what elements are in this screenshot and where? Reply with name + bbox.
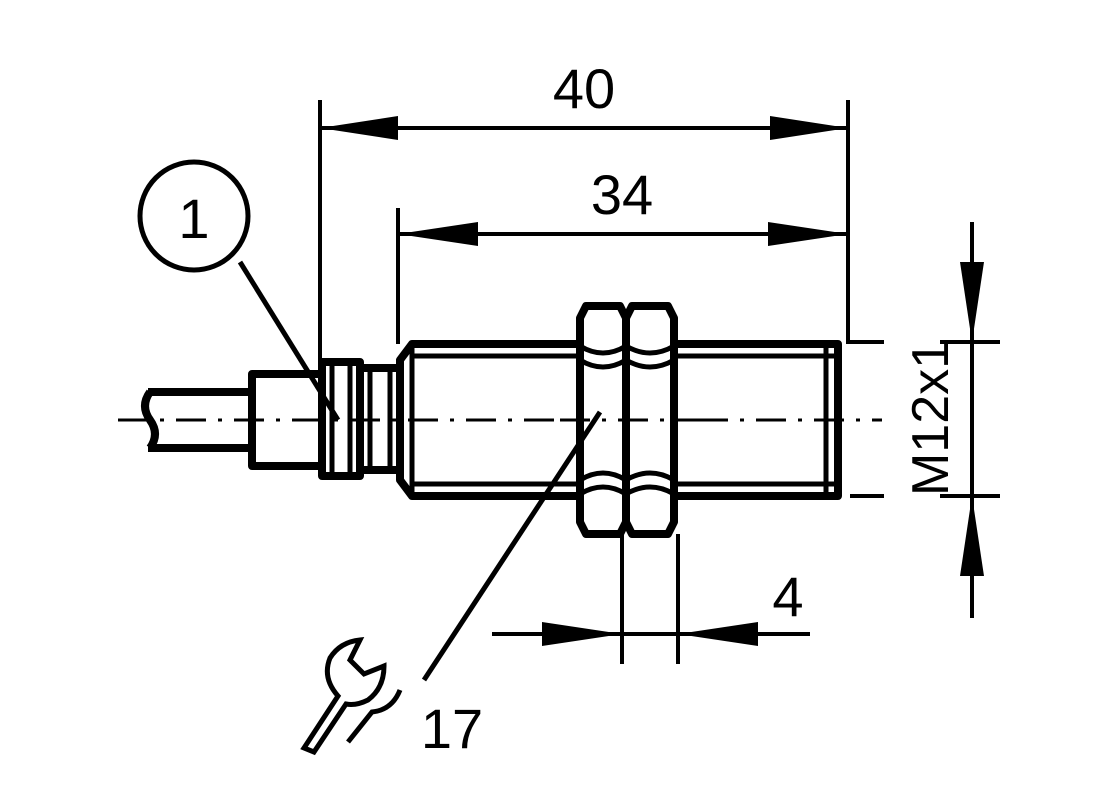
thread-spec-label: M12x1 xyxy=(902,340,960,496)
thread-length-label: 34 xyxy=(591,163,653,226)
cable xyxy=(141,388,252,452)
wrench-size-label: 17 xyxy=(421,697,483,760)
callout-number: 1 xyxy=(178,187,209,250)
dimension-overall-length: 40 xyxy=(320,57,848,140)
callout-cable: 1 xyxy=(137,159,341,422)
hex-nut-right xyxy=(622,302,678,538)
extension-lines xyxy=(318,100,1000,664)
wrench-icon xyxy=(300,637,403,756)
dimension-nut-thickness: 4 xyxy=(492,565,810,646)
dimension-thread-length: 34 xyxy=(398,163,848,246)
overall-length-label: 40 xyxy=(553,57,615,120)
wrench-leader-line xyxy=(421,410,603,682)
nut-thickness-label: 4 xyxy=(772,565,803,628)
dimension-thread-diameter: M12x1 xyxy=(902,222,984,618)
